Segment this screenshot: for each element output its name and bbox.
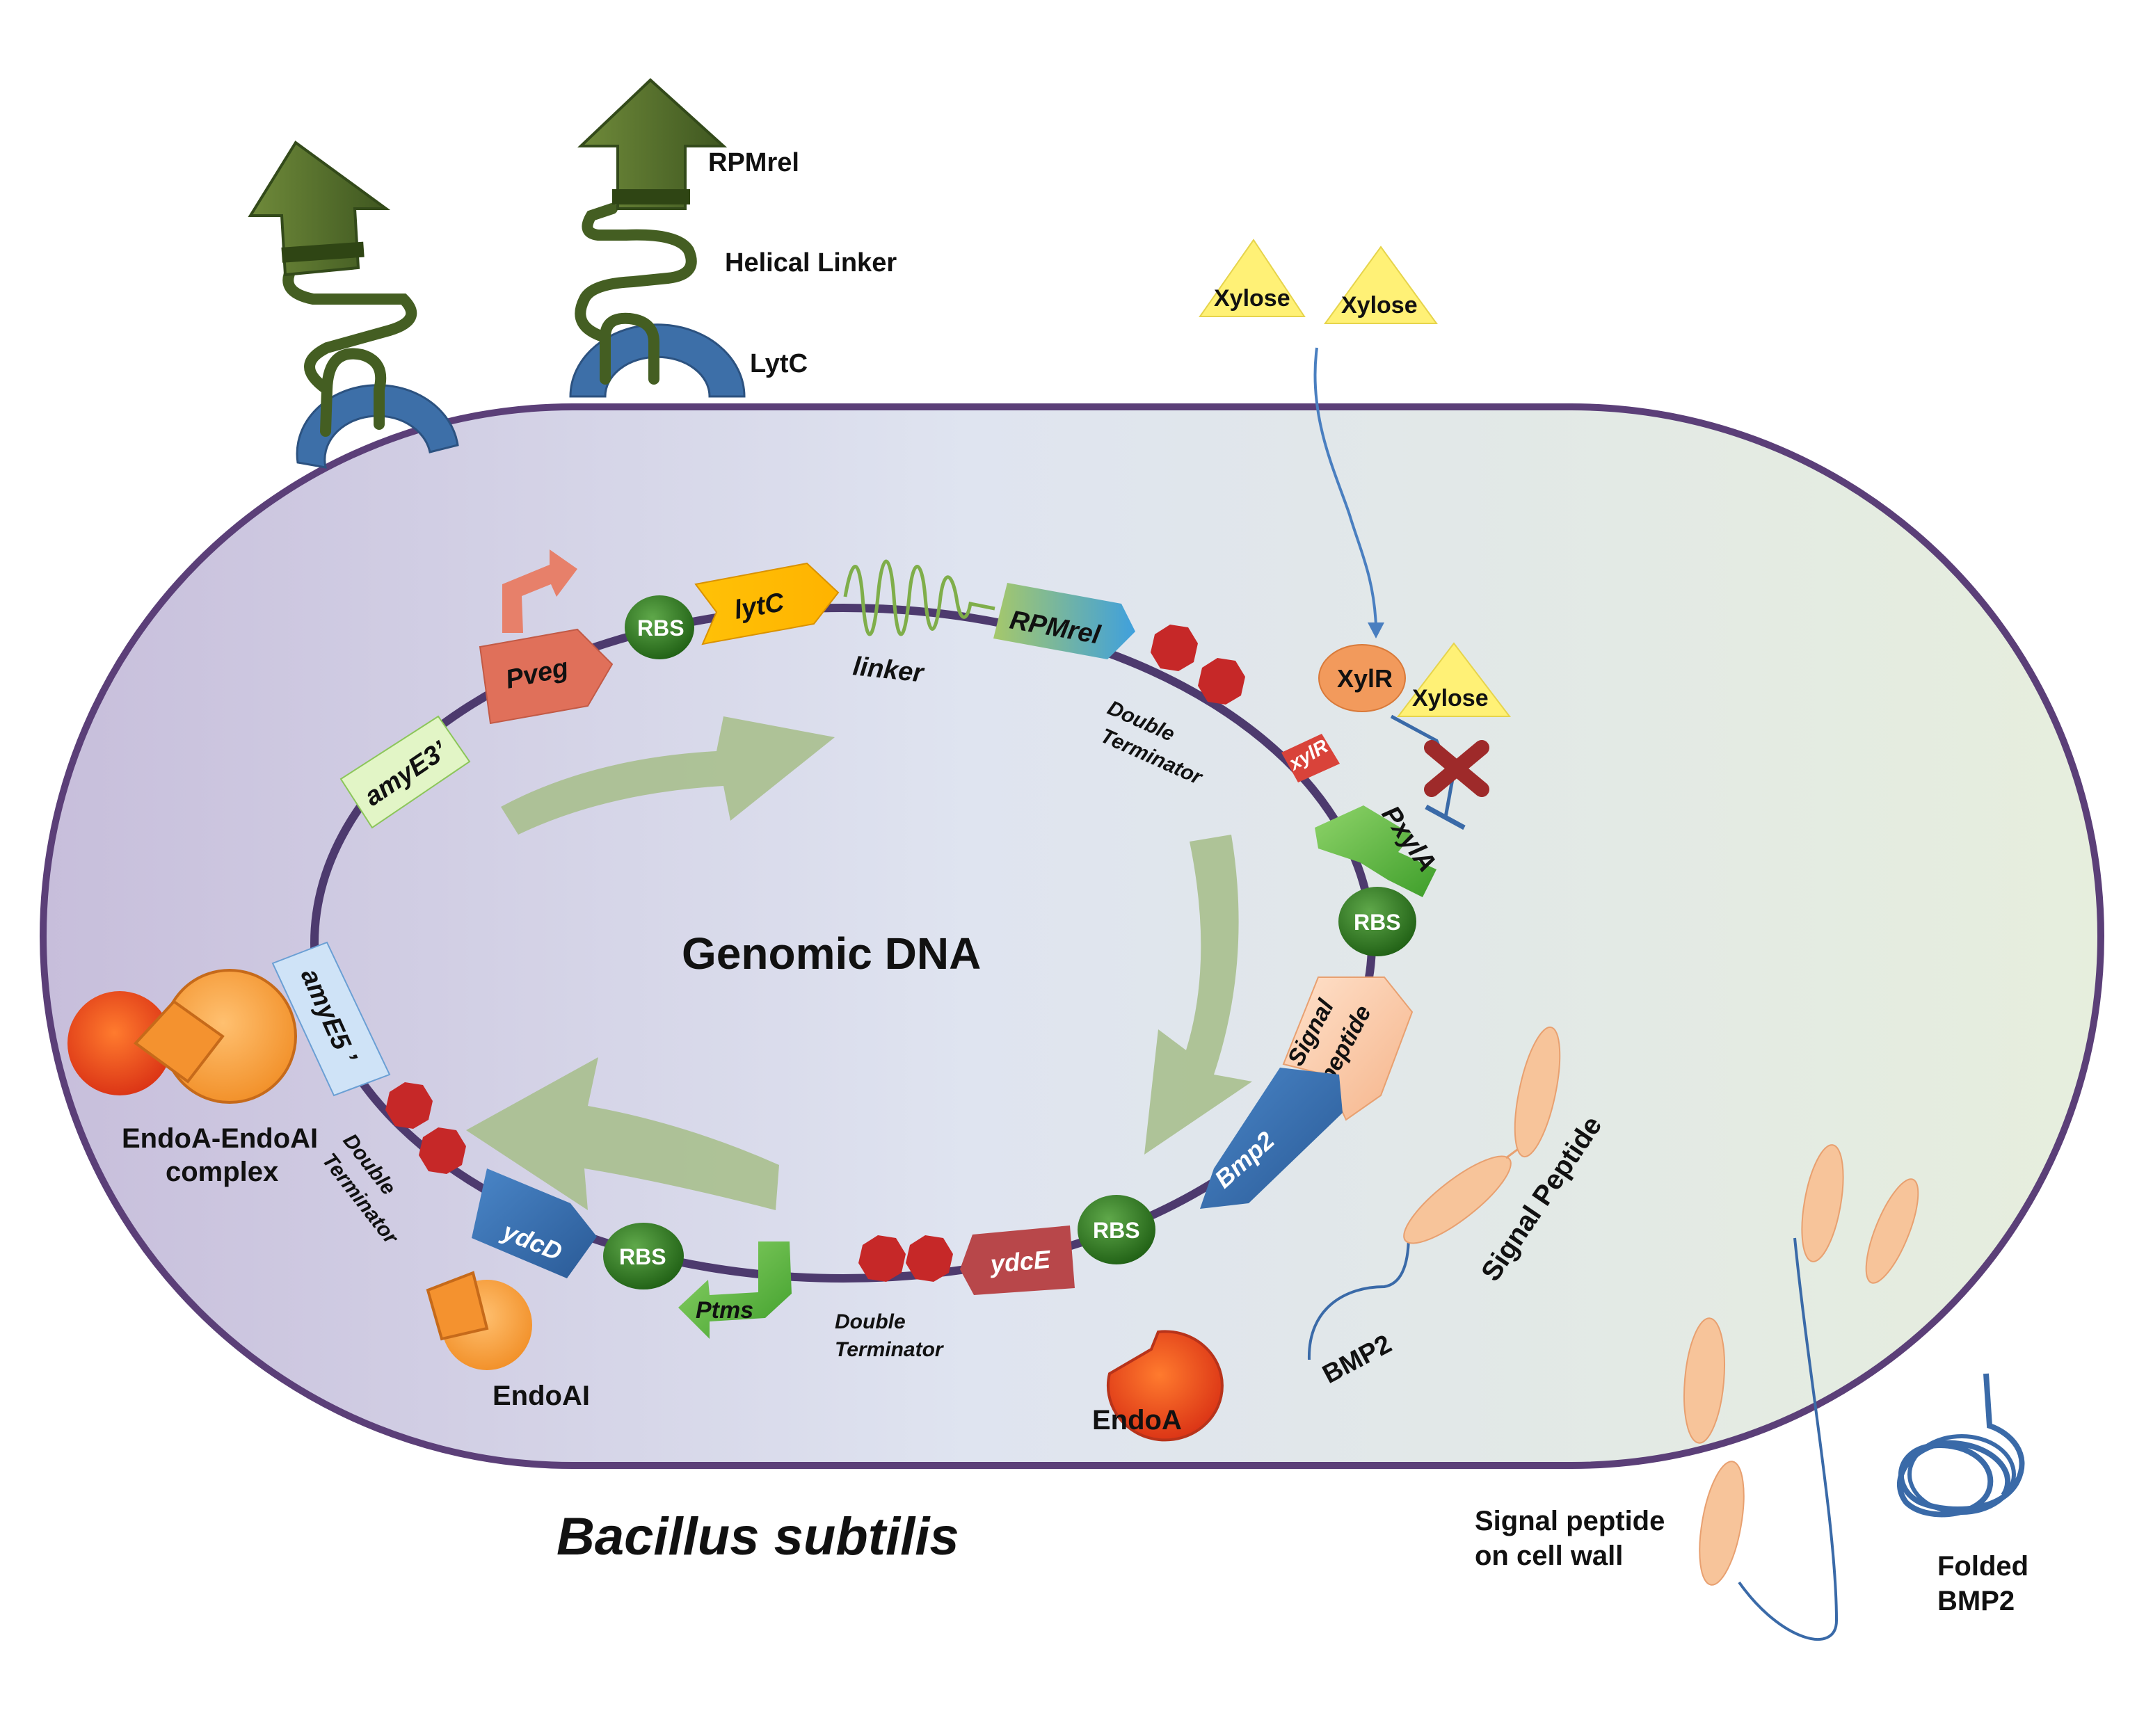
bmp2-chain <box>1307 1234 1410 1360</box>
xylose-uptake-arrowhead <box>1368 622 1384 638</box>
signal-on-wall-line2: on cell wall <box>1475 1541 1623 1571</box>
xylr-repressor <box>1318 644 1406 712</box>
terminator-bottom-line2: Terminator <box>835 1338 945 1361</box>
endoai-label: EndoAI <box>493 1381 590 1411</box>
ptms-shape <box>678 1241 792 1339</box>
flow-arrow-top <box>501 716 835 835</box>
rbs-1-label: RBS <box>637 616 685 641</box>
complex-label-line1: EndoA-EndoAI <box>122 1123 318 1154</box>
signal-on-wall-line1: Signal peptide <box>1475 1506 1665 1536</box>
folded-bmp2-line1: Folded <box>1937 1551 2028 1582</box>
endoa-label: EndoA <box>1092 1405 1182 1436</box>
lytc-gene-shape <box>694 562 840 645</box>
species-title: Bacillus subtilis <box>557 1507 959 1566</box>
surface-rpmrel-label: RPMrel <box>708 148 799 177</box>
flow-arrow-bottom <box>466 1057 779 1210</box>
genome-label: Genomic DNA <box>682 929 981 979</box>
wall-signal-peptide-2 <box>1865 1178 1919 1284</box>
xylose-induction: Xylose Xylose XylR Xylose <box>1199 239 1512 830</box>
endoa-endoai-complex: EndoA-EndoAI complex <box>67 969 318 1187</box>
ydce-gene-label: ydcE <box>988 1245 1052 1279</box>
rpmrel-band-left <box>281 241 365 263</box>
xylose-label-1: Xylose <box>1214 285 1290 312</box>
xylr-gene-shape <box>1281 734 1340 782</box>
rbs-2-label: RBS <box>1354 910 1401 935</box>
pveg-bent-arrow <box>502 549 577 633</box>
rpmrel-gene-shape <box>993 583 1135 659</box>
wall-signal-peptide-1 <box>1801 1144 1844 1262</box>
folded-bmp2-icon <box>1896 1373 2025 1518</box>
xylose-uptake-line <box>1313 347 1377 627</box>
xylose-label-2: Xylose <box>1341 292 1418 319</box>
endoa-icon <box>1106 1330 1224 1442</box>
lytc-gene: lytC <box>694 562 840 645</box>
wall-signal-peptide-3 <box>1683 1317 1725 1444</box>
repression-blocked-icon <box>1424 740 1489 797</box>
cell <box>40 403 2104 1469</box>
ydce-gene: ydcE <box>960 1225 1075 1295</box>
xylr-repressor-label: XylR <box>1337 664 1393 693</box>
wall-signal-peptide-4 <box>1699 1461 1745 1586</box>
rpmrel-arrow-left <box>248 140 391 277</box>
ptms-promoter: Ptms <box>678 1241 792 1339</box>
wall-bmp2-chain <box>1738 1237 1839 1641</box>
bmp2-gene-shape <box>1200 1068 1343 1209</box>
xylose-triangle-2 <box>1324 246 1438 324</box>
surface-display-left <box>248 140 459 469</box>
terminator-bottom: Double Terminator <box>835 1235 953 1361</box>
pveg-body <box>479 628 614 725</box>
rbs-3: RBS <box>1078 1195 1155 1264</box>
amye5-shape <box>271 941 391 1097</box>
xylose-triangle-1 <box>1199 239 1306 317</box>
xylose-bound-label: Xylose <box>1412 685 1489 712</box>
endoai-notch <box>426 1271 489 1341</box>
signal-peptide-gene: Signal peptide <box>1282 976 1414 1121</box>
rbs-1: RBS <box>625 595 694 659</box>
ydce-gene-shape <box>960 1225 1075 1295</box>
pveg-promoter: Pveg <box>479 549 614 725</box>
flow-arrow-right <box>1144 835 1252 1155</box>
folded-bmp2-line2: BMP2 <box>1937 1586 2015 1616</box>
rpmrel-band-right <box>612 189 690 204</box>
complex-label-line2: complex <box>166 1157 278 1187</box>
surface-helical-linker-label: Helical Linker <box>725 248 897 278</box>
signal-peptide-blob-1 <box>1403 1155 1512 1244</box>
rpmrel-gene: RPMrel <box>993 583 1135 659</box>
signal-peptide-blob-2 <box>1514 1026 1561 1158</box>
ydcd-gene-shape <box>472 1168 597 1278</box>
rbs-2: RBS <box>1338 887 1416 956</box>
rbs-4: RBS <box>603 1223 684 1289</box>
terminator-bottom-line1: Double <box>835 1310 906 1333</box>
complex-junction <box>134 999 225 1084</box>
ptms-label: Ptms <box>696 1297 753 1324</box>
surface-display-right: RPMrel Helical Linker LytC <box>569 78 897 398</box>
signal-peptide-gene-shape <box>1282 976 1414 1121</box>
xylose-bound-triangle <box>1396 642 1512 717</box>
complex-endoa-shape <box>67 991 172 1095</box>
amye3-shape <box>339 715 471 829</box>
endoai-protein: EndoAI <box>426 1271 590 1411</box>
rpmrel-arrow-right <box>577 78 728 210</box>
helical-linker-left <box>282 262 417 437</box>
surface-lytc-label: LytC <box>750 349 808 378</box>
bmp2-gene: Bmp2 <box>1200 1068 1343 1209</box>
pxyla-bent-arrow <box>1315 805 1436 897</box>
rbs-4-label: RBS <box>619 1244 666 1269</box>
endoa-protein: EndoA <box>1092 1330 1224 1442</box>
ydcd-gene: ydcD <box>472 1168 597 1278</box>
rbs-3-label: RBS <box>1093 1218 1140 1243</box>
cell-membrane <box>40 403 2104 1469</box>
helical-linker-right <box>575 203 697 385</box>
repression-bar <box>1425 804 1466 830</box>
